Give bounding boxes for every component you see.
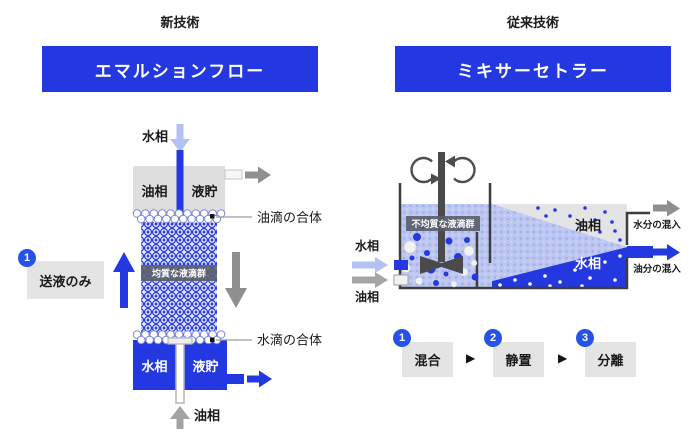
upper-box-oil-label: 油相 [141, 184, 167, 199]
oil-inlet-label: 油相 [194, 408, 220, 423]
upper-outlet-pipe [224, 169, 243, 180]
inlet-water-label: 水相 [355, 238, 379, 253]
lower-outlet-arrow-icon [247, 370, 272, 388]
emulsion-flow-diagram: 水相 油相 液貯 均質な液滴群 水相 液貯 [113, 124, 322, 429]
oil-phase-label: 油相 [575, 218, 601, 233]
water-inlet-label: 水相 [142, 129, 168, 144]
lower-box-reservoir-label: 液貯 [192, 359, 218, 374]
stirrer-shaft [438, 152, 445, 262]
step-2-box: 静置 [493, 342, 544, 377]
oil-inlet-port [393, 274, 409, 286]
oil-coalescence-label: 油滴の合体 [257, 210, 322, 225]
lower-box-water-label: 水相 [141, 359, 167, 374]
step-2-badge: 2 [484, 329, 502, 347]
down-flow-arrow-icon [225, 252, 247, 308]
oil-droplet-bubble-row [132, 209, 226, 224]
water-inlet-tube [176, 150, 184, 218]
step-arrow-2-icon: ▶ [558, 351, 568, 365]
rotation-arrows-icon [410, 155, 476, 185]
outlet-top-arrow-icon [653, 200, 680, 217]
emulsion-wedge-region [492, 204, 627, 281]
water-coalescence-marker [210, 337, 215, 342]
right-column-header: 従来技術 [506, 15, 559, 30]
step-1-badge: 1 [393, 329, 411, 347]
water-outlet-duct [627, 246, 653, 258]
water-coalescence-label: 水滴の合体 [257, 333, 322, 348]
left-banner: エマルションフロー [42, 46, 318, 92]
inlet-water-arrow-icon [352, 257, 388, 273]
tank-wall [398, 183, 650, 290]
heterogeneous-droplets-band [406, 216, 480, 231]
water-phase-label: 水相 [575, 256, 601, 271]
water-inlet-port [394, 260, 408, 270]
left-step-box: 送液のみ [27, 261, 104, 299]
step-3-box: 分離 [585, 342, 636, 377]
outlet-water-contamination-label: 水分の混入 [633, 219, 681, 231]
oil-coalescence-marker [210, 214, 215, 219]
inlet-oil-arrow-icon [352, 272, 388, 288]
lower-outlet-pipe [227, 374, 244, 384]
water-inlet-down-arrow-icon [170, 124, 190, 152]
uniform-droplets-band [141, 265, 217, 281]
impeller [420, 256, 463, 274]
left-step-badge: 1 [18, 249, 36, 267]
up-flow-arrow-icon [113, 252, 135, 308]
step-3-badge: 3 [576, 329, 594, 347]
step-1-box: 混合 [402, 342, 453, 377]
upper-box-reservoir-label: 液貯 [191, 184, 217, 199]
heterogeneous-droplets-label: 不均質な液滴群 [411, 218, 474, 229]
uniform-droplets-label: 均質な液滴群 [152, 268, 206, 279]
upper-outlet-arrow-icon [245, 166, 271, 184]
right-banner: ミキサーセトラー [395, 46, 671, 92]
outlet-oil-contamination-label: 油分の混入 [633, 263, 681, 275]
outlet-bottom-arrow-icon [653, 244, 680, 261]
left-column-header: 新技術 [160, 15, 200, 30]
oil-inlet-tube [167, 337, 193, 404]
oil-region-droplets [536, 206, 622, 242]
mixer-settler-diagram: 不均質な液滴群 水相 油相 油相 水相 水分の混入 油分の混入 [352, 152, 681, 304]
oil-inlet-up-arrow-icon [170, 406, 190, 429]
step-arrow-1-icon: ▶ [466, 351, 476, 365]
inlet-oil-label: 油相 [355, 289, 379, 304]
